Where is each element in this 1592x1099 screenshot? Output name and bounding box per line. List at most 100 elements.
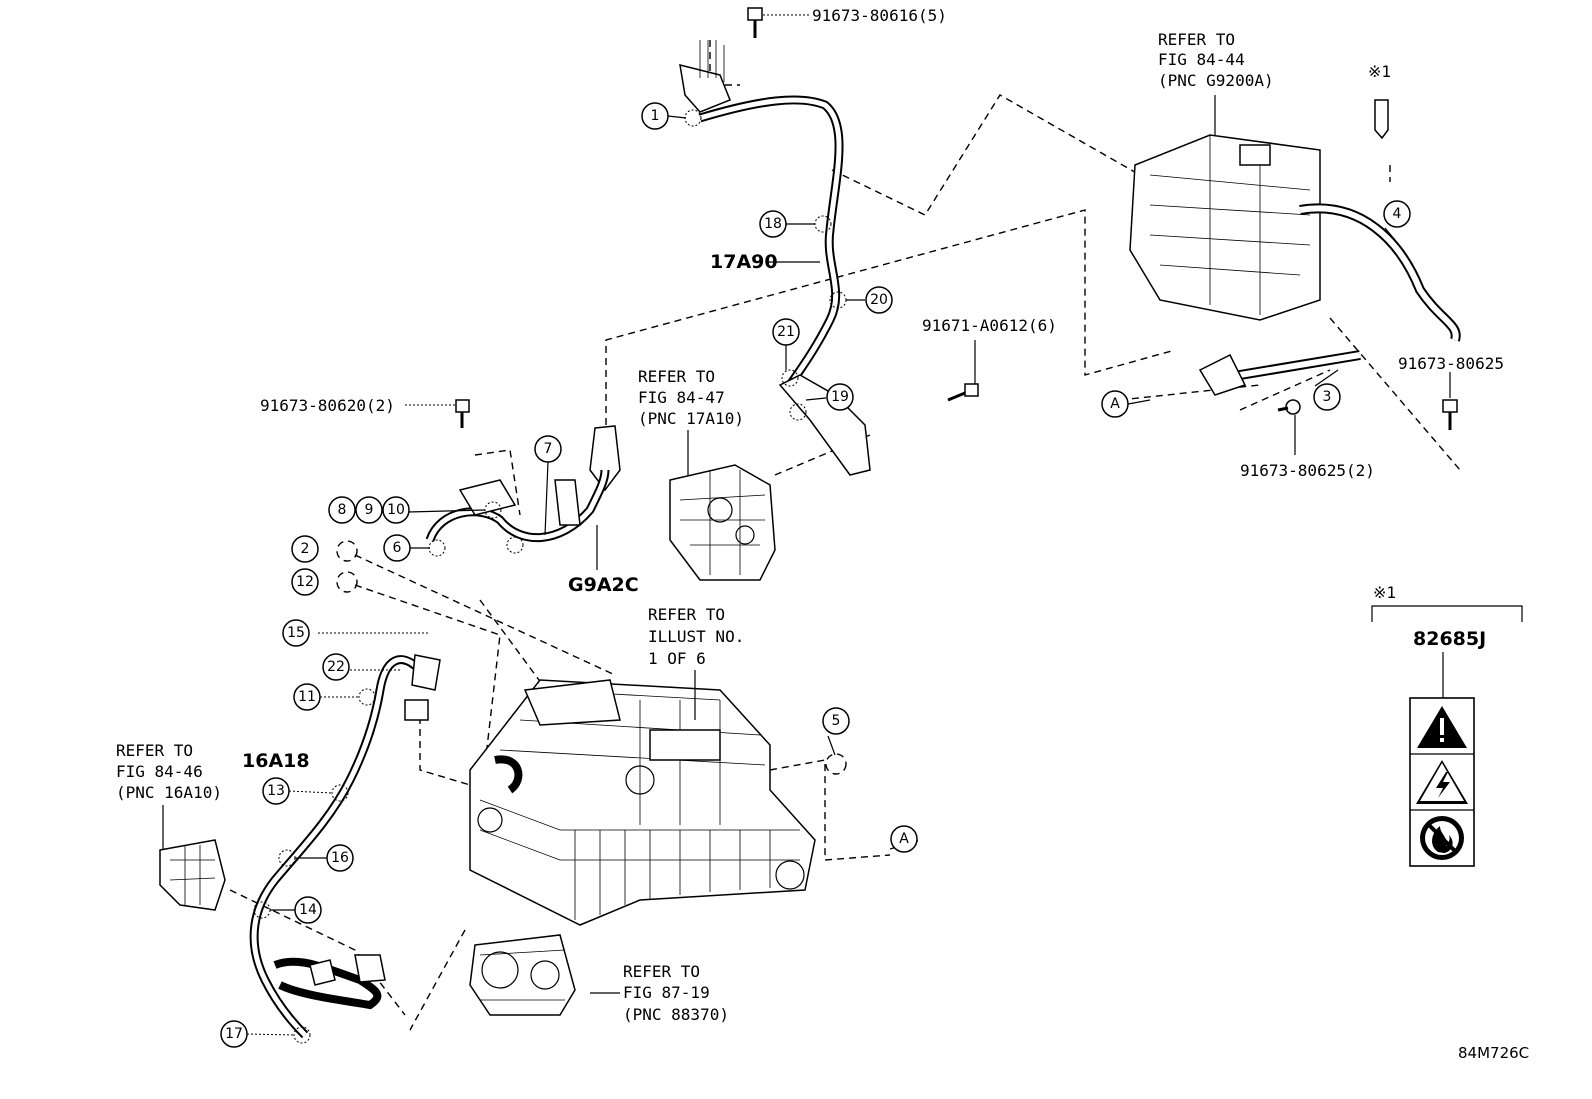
note-mark-sensor: ※1 [1368, 62, 1391, 81]
inverter-g9200a [1129, 95, 1461, 396]
sensor-note1 [1374, 99, 1389, 140]
svg-text:REFER TO: REFER TO [638, 367, 715, 386]
svg-text:22: 22 [327, 659, 345, 675]
svg-text:21: 21 [777, 324, 795, 340]
svg-text:12: 12 [296, 574, 314, 590]
callout-leaders [407, 115, 1396, 850]
svg-text:13: 13 [267, 783, 285, 799]
ref-88370: REFER TO FIG 87-19 (PNC 88370) [623, 962, 729, 1024]
svg-text:20: 20 [870, 292, 888, 308]
callout-18: 18 [759, 210, 787, 238]
label-part-no: 82685J [1413, 628, 1486, 650]
svg-text:6: 6 [393, 540, 402, 556]
svg-text:FIG 84-47: FIG 84-47 [638, 388, 725, 407]
no-fire-icon [1420, 816, 1464, 860]
pn-91673-80616: 91673-80616(5) [812, 6, 947, 25]
callout-11: 11 [293, 683, 321, 711]
dashed-leaders [229, 40, 1461, 1031]
svg-text:FIG 84-46: FIG 84-46 [116, 762, 203, 781]
component-16a10 [159, 805, 226, 911]
svg-text:18: 18 [764, 216, 782, 232]
svg-text:ILLUST NO.: ILLUST NO. [648, 627, 744, 646]
svg-text:14: 14 [299, 902, 317, 918]
harness-g9a2c [425, 425, 621, 570]
callout-9: 9 [355, 496, 383, 524]
bolt-91673-80625-2 [1277, 399, 1301, 455]
note-mark-label: ※1 [1373, 583, 1396, 602]
compressor-88370 [469, 934, 620, 1016]
component-17a10 [669, 430, 776, 581]
svg-text:(PNC 88370): (PNC 88370) [623, 1005, 729, 1024]
callout-20: 20 [865, 286, 893, 314]
part-number-labels: 91673-80616(5) 91671-A0612(6) 91673-8062… [260, 6, 1504, 480]
warning-label-box: ※1 82685J [1371, 583, 1523, 867]
svg-text:3: 3 [1323, 389, 1332, 405]
svg-text:15: 15 [287, 625, 305, 641]
harness-16a18 [249, 632, 441, 1044]
callout-a-top: A [1101, 390, 1129, 418]
bolt-91673-80625 [1442, 372, 1458, 430]
callout-a-bottom: A [890, 825, 918, 853]
callout-12: 12 [291, 568, 319, 596]
svg-text:(PNC 16A10): (PNC 16A10) [116, 783, 222, 802]
callout-17: 17 [220, 1020, 248, 1048]
svg-text:FIG 87-19: FIG 87-19 [623, 983, 710, 1002]
svg-text:1: 1 [651, 108, 660, 124]
callout-19: 19 [826, 383, 854, 411]
svg-text:REFER TO: REFER TO [623, 962, 700, 981]
callout-16: 16 [326, 844, 354, 872]
svg-text:2: 2 [301, 541, 310, 557]
svg-text:(PNC G9200A): (PNC G9200A) [1158, 71, 1274, 90]
ref-g9200a: REFER TO FIG 84-44 (PNC G9200A) [1158, 30, 1274, 90]
svg-text:1 OF 6: 1 OF 6 [648, 649, 706, 668]
svg-text:A: A [899, 831, 909, 847]
svg-text:8: 8 [338, 502, 347, 518]
svg-text:19: 19 [831, 389, 849, 405]
callout-22: 22 [322, 653, 350, 681]
figure-id: 84M726C [1458, 1044, 1529, 1062]
callout-15: 15 [282, 619, 310, 647]
callout-8: 8 [328, 496, 356, 524]
svg-text:7: 7 [544, 441, 553, 457]
svg-text:17: 17 [225, 1026, 243, 1042]
bolt-91673-80616 [747, 7, 810, 38]
svg-text:5: 5 [832, 713, 841, 729]
pn-91673-80625: 91673-80625 [1398, 354, 1504, 373]
ref-16a10: REFER TO FIG 84-46 (PNC 16A10) [116, 741, 222, 802]
ref-illust: REFER TO ILLUST NO. 1 OF 6 [648, 605, 744, 668]
callout-13: 13 [262, 777, 290, 805]
callout-2: 2 [291, 535, 319, 563]
callout-4: 4 [1383, 200, 1411, 228]
callout-14: 14 [294, 896, 322, 924]
pn-91671-a0612: 91671-A0612(6) [922, 316, 1057, 335]
svg-text:FIG 84-44: FIG 84-44 [1158, 50, 1245, 69]
callout-5: 5 [822, 707, 850, 735]
svg-text:10: 10 [387, 502, 405, 518]
pn-91673-80620: 91673-80620(2) [260, 396, 395, 415]
svg-text:16: 16 [331, 850, 349, 866]
svg-text:11: 11 [298, 689, 316, 705]
svg-text:REFER TO: REFER TO [1158, 30, 1235, 49]
callout-6: 6 [383, 534, 411, 562]
high-voltage-icon [1416, 760, 1468, 804]
callout-3: 3 [1313, 383, 1341, 411]
harness-17a90 [679, 40, 871, 476]
svg-text:REFER TO: REFER TO [116, 741, 193, 760]
pn-91673-80625-2: 91673-80625(2) [1240, 461, 1375, 480]
callout-7: 7 [534, 435, 562, 463]
pnc-g9a2c: G9A2C [568, 574, 639, 596]
callout-21: 21 [772, 318, 800, 346]
ref-17a10: REFER TO FIG 84-47 (PNC 17A10) [638, 367, 744, 428]
warning-triangle-icon [1417, 706, 1467, 748]
bolt-91673-80620 [405, 399, 470, 428]
callout-10: 10 [382, 496, 410, 524]
svg-text:4: 4 [1393, 206, 1402, 222]
svg-text:9: 9 [365, 502, 374, 518]
svg-text:A: A [1110, 396, 1120, 412]
callout-1: 1 [641, 102, 669, 130]
pnc-labels: 17A90 G9A2C 16A18 [242, 251, 778, 772]
svg-text:REFER TO: REFER TO [648, 605, 725, 624]
pnc-17a90: 17A90 [710, 251, 778, 273]
pnc-16a18: 16A18 [242, 750, 310, 772]
